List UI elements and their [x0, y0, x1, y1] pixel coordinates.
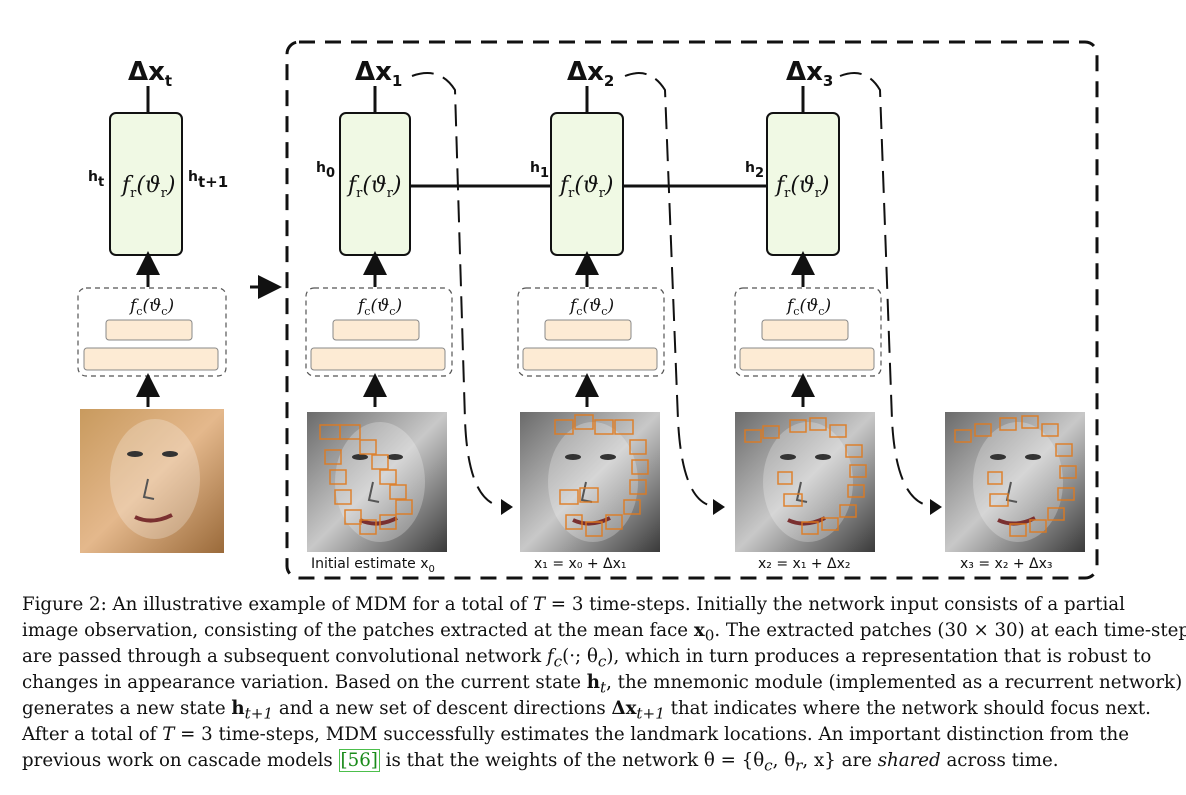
step-output-label: Δx2	[567, 57, 614, 90]
citation-link[interactable]: [56]	[338, 749, 380, 772]
landmark-patches	[554, 414, 649, 537]
conv-label: fc(ϑc)	[785, 296, 831, 318]
landmark-patches	[744, 417, 867, 535]
caption-line-1: Figure 2: An illustrative example of MDM…	[22, 594, 1125, 615]
time-step-3: Δx3 fr(ϑr) h2 fc(ϑc) x₂ = x₁ + Δx₂	[734, 57, 882, 572]
recurrent-label: fr(ϑr)	[120, 173, 176, 201]
conv-layer-large	[83, 347, 219, 371]
recurrent-label: fr(ϑr)	[558, 173, 614, 201]
conv-label: fc(ϑc)	[568, 296, 614, 318]
single-cell: Δxt fr(ϑr) ht ht+1 fc(ϑc)	[77, 57, 228, 553]
image-caption: x₁ = x₀ + Δx₁	[534, 556, 627, 572]
conv-label: fc(ϑc)	[356, 296, 402, 318]
caption-line-3: are passed through a subsequent convolut…	[22, 646, 1152, 671]
landmark-patches	[954, 415, 1077, 537]
recurrent-label: fr(ϑr)	[774, 173, 830, 201]
time-step-2: Δx2 fr(ϑr) h1 fc(ϑc) x₁ = x₀ + Δx₁	[517, 57, 665, 572]
caption-line-6: After a total of T = 3 time-steps, MDM s…	[22, 724, 1129, 745]
image-caption: Initial estimate x0	[311, 556, 435, 575]
caption-line-2: image observation, consisting of the pat…	[22, 620, 1186, 645]
caption-line-7: previous work on cascade models [56] is …	[22, 749, 1059, 775]
output-delta-label: Δxt	[128, 57, 172, 90]
hidden-state-label: h2	[745, 160, 764, 181]
image-caption: x₃ = x₂ + Δx₃	[960, 556, 1053, 572]
hidden-state-label: h0	[316, 160, 335, 181]
feedback-arrowhead	[501, 499, 513, 515]
final-estimate: x₃ = x₂ + Δx₃	[945, 412, 1085, 572]
time-step-1: Δx1 fr(ϑr) h0 fc(ϑc) Initial estimate x0	[305, 57, 453, 575]
step-output-label: Δx1	[355, 57, 402, 90]
hidden-state-label: h1	[530, 160, 549, 181]
conv-layer-small	[105, 319, 193, 341]
feedback-arrows	[411, 72, 931, 507]
conv-label: fc(ϑc)	[128, 296, 174, 318]
landmark-patches	[319, 424, 413, 535]
feedback-arrowhead	[930, 499, 942, 515]
caption-line-4: changes in appearance variation. Based o…	[22, 672, 1183, 697]
recurrent-label: fr(ϑr)	[346, 173, 402, 201]
image-caption: x₂ = x₁ + Δx₂	[758, 556, 851, 572]
step-output-label: Δx3	[786, 57, 833, 90]
caption-line-5: generates a new state ht+1 and a new set…	[22, 698, 1151, 723]
mdm-diagram: Δxt fr(ϑr) ht ht+1 fc(ϑc) Δx1 fr(ϑr) h0 …	[77, 40, 1099, 580]
unrolled-frame	[285, 40, 1099, 580]
hidden-state-out: ht+1	[188, 169, 228, 191]
hidden-state-in: ht	[88, 169, 104, 190]
feedback-arrowhead	[713, 499, 725, 515]
conv-module	[77, 287, 227, 377]
